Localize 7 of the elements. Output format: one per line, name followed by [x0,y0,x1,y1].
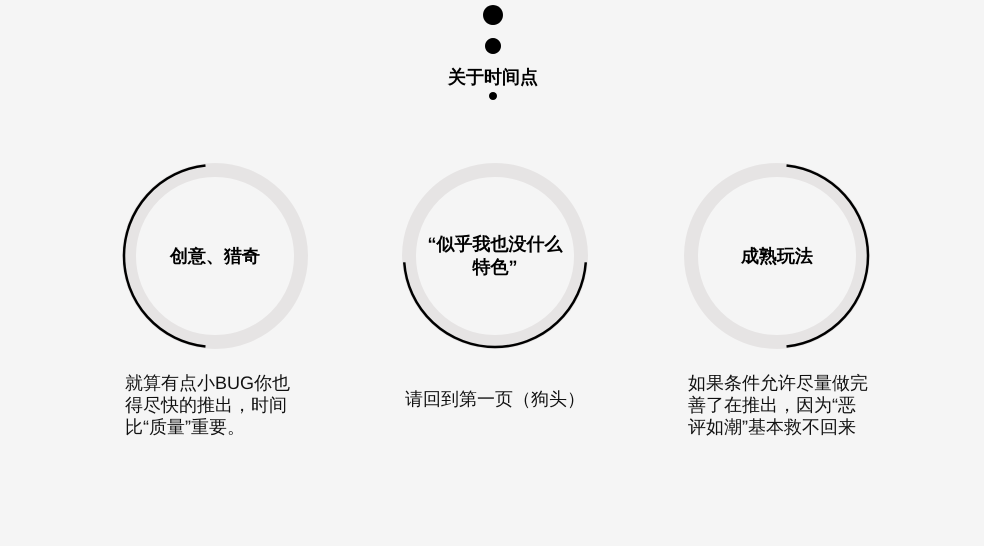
ring-label: 成熟玩法 [740,244,814,268]
title: 关于时间点 [446,66,539,88]
description-text: 就算有点小BUG你也得尽快的推出，时间比“质量”重要。 [125,372,292,438]
description-text: 如果条件允许尽量做完善了在推出，因为“恶评如潮”基本救不回来 [688,372,868,438]
ring-label: “似乎我也没什么特色” [426,233,564,279]
description-text: 请回到第一页（狗头） [404,388,586,410]
ring-label: 创意、猎奇 [168,244,261,268]
